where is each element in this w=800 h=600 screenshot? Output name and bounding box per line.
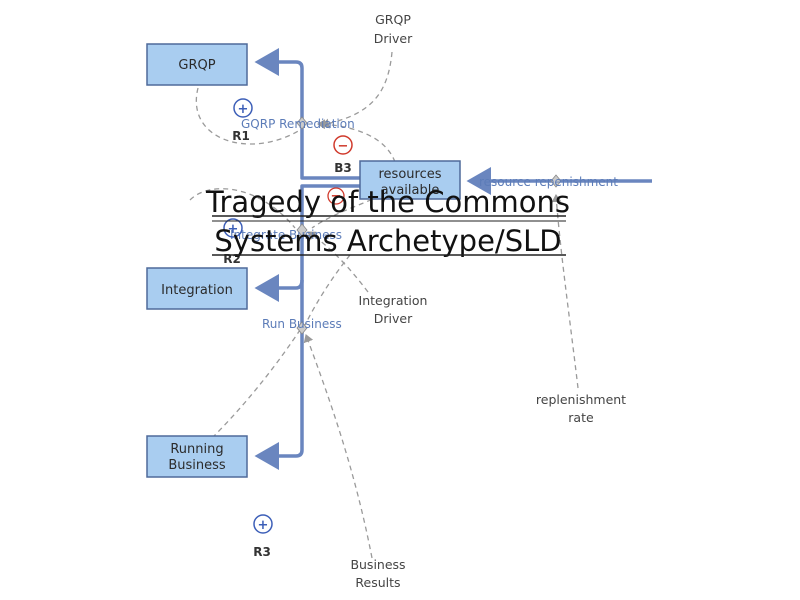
link-resources-to-integrate [311,195,381,229]
minus-sign-b3: − [338,139,349,154]
minus-sign-2: − [331,189,342,204]
stock-grqp-label: GRQP [178,58,215,73]
valve-replenishment [550,174,562,188]
loop-label-r3: R3 [253,545,271,559]
valve-integrate [296,223,308,237]
link-integrate-to-run-business [304,254,351,326]
valve-remediation [296,116,308,130]
loop-b-hidden: − [327,187,345,205]
link-integration-loop [189,188,296,229]
causal-links [189,51,579,559]
link-grqp-to-remediation-loop [195,87,301,145]
loop-b3: − B3 [333,135,353,175]
plus-sign-r1: + [238,102,249,117]
stock-integration-label: Integration [161,283,233,298]
link-resources-to-remediation [317,119,396,163]
link-grqp-driver-to-remediation [321,51,393,129]
flow-pipe-running-business [254,280,304,470]
aux-integration-driver-2: Driver [374,311,413,326]
aux-replenishment-rate-2: rate [568,410,594,425]
flow-label-run-business: Run Business [262,317,342,331]
aux-grqp-driver-1: GRQP [375,12,411,27]
link-integration-driver [307,231,369,293]
plus-sign-r2: + [228,222,239,237]
flow-label-integrate-business: Integrate Business [230,228,342,242]
loop-r3: + R3 [253,514,273,559]
minus-loop-icon [333,135,353,155]
plus-loop-icon [233,98,253,118]
link-running-to-run-business [211,329,301,439]
flow-pipe-grqp [254,48,360,180]
stock-integration[interactable]: Integration [146,267,248,310]
flow-valves [296,116,562,335]
valve-run-business [296,321,308,335]
plus-loop-icon-r2 [223,218,243,238]
loop-r1: + R1 [232,98,253,143]
loop-label-b3: B3 [334,161,352,175]
stock-grqp[interactable]: GRQP [146,43,248,86]
stock-resources-label-1: resources [378,167,441,182]
flow-label-resource-replenishment: resource repenishment [479,175,618,189]
flow-label-gqrp-remediation: GQRP Remediation [241,117,355,131]
aux-replenishment-rate-1: replenishment [536,392,626,407]
loop-label-r1: R1 [232,129,250,143]
title-overlay: Tragedy of the Commons Systems Archetype… [205,185,570,258]
stock-resources-available[interactable]: resources available [359,160,461,200]
aux-business-results-1: Business [350,557,405,572]
link-business-results [303,334,373,559]
stock-resources-label-2: available [381,183,440,198]
title-line-1: Tragedy of the Commons [205,185,570,219]
stock-running-label-2: Business [168,458,226,473]
stock-running-business[interactable]: Running Business [146,435,248,478]
minus-loop-icon-2 [327,187,345,205]
aux-business-results-2: Results [355,575,400,590]
stock-running-label-1: Running [170,442,223,457]
plus-loop-icon-r3 [253,514,273,534]
aux-integration-driver-1: Integration [359,293,428,308]
plus-sign-r3: + [258,518,269,533]
title-line-2: Systems Archetype/SLD [214,224,561,258]
aux-grqp-driver-2: Driver [374,31,413,46]
